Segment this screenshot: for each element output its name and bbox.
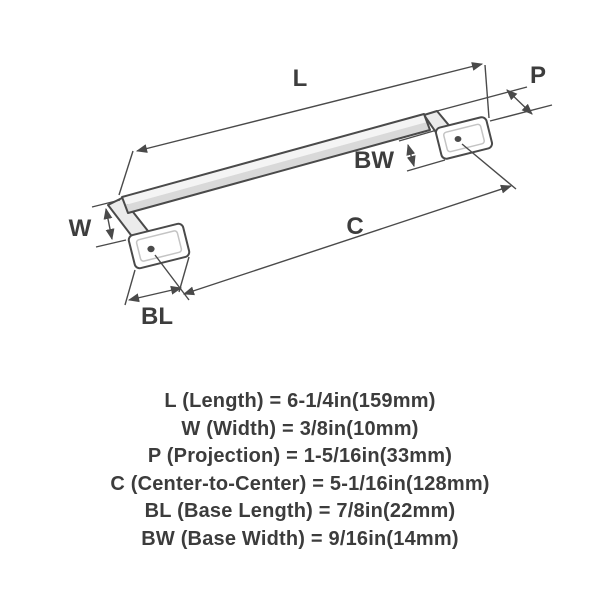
- dim-BW-arrow: [406, 143, 416, 168]
- dim-C-extension-right: [461, 143, 517, 190]
- handle: [107, 110, 494, 270]
- right-screw-hole: [454, 136, 462, 142]
- dim-C-arrow: [182, 184, 513, 296]
- dim-label-P: P: [530, 62, 546, 89]
- dim-W-tick-top: [91, 199, 121, 208]
- spec-line-projection: P (Projection) = 1-5/16in(33mm): [147, 445, 453, 467]
- spec-line-base-width: BW (Base Width) = 9/16in(14mm): [141, 527, 459, 550]
- left-base-plate-inner-border: [135, 230, 183, 262]
- dim-BW-tick-top: [398, 129, 438, 142]
- dim-P-extension-top: [436, 86, 528, 112]
- left-screw-hole: [147, 245, 155, 253]
- dimension-lines: L P W BW C BL: [69, 62, 553, 330]
- dim-label-BW: BW: [354, 147, 394, 174]
- dim-P-arrow: [506, 89, 533, 115]
- dim-L-arrow: [135, 62, 484, 153]
- dim-label-L: L: [293, 65, 308, 92]
- dim-label-W: W: [69, 215, 92, 242]
- spec-line-width: W (Width) = 3/8in(10mm): [181, 417, 419, 440]
- dim-label-C: C: [346, 213, 363, 240]
- spec-line-center-to-center: C (Center-to-Center) = 5-1/16in(128mm): [110, 472, 490, 495]
- dim-P-extension-bottom: [489, 104, 553, 122]
- handle-line-drawing: L P W BW C BL: [69, 62, 553, 330]
- dim-BL-extension-right: [178, 256, 190, 293]
- dim-W-tick-bottom: [95, 239, 127, 248]
- spec-list: L (Length) = 6-1/4in(159mm) W (Width) = …: [0, 388, 600, 553]
- dim-L-extension-left: [118, 150, 134, 196]
- dim-BL-arrow: [127, 285, 183, 303]
- left-base-plate: [127, 222, 191, 270]
- dim-BW-tick-bottom: [406, 159, 446, 172]
- spec-line-base-length: BL (Base Length) = 7/8in(22mm): [144, 500, 456, 522]
- spec-line-length: L (Length) = 6-1/4in(159mm): [164, 390, 436, 412]
- dim-W-arrow: [103, 207, 115, 241]
- dim-L-extension-right: [484, 64, 490, 119]
- dim-label-BL: BL: [141, 303, 173, 330]
